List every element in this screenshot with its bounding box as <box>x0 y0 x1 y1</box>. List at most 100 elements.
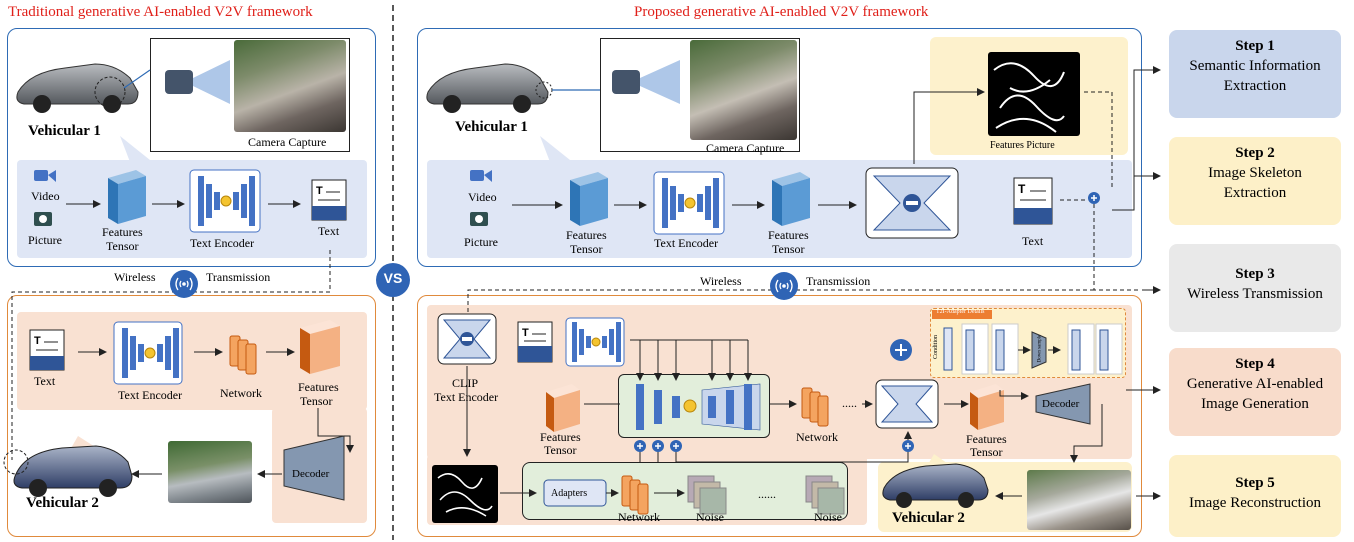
noise-stack-1 <box>687 475 727 515</box>
text-label-proposed: Text <box>1022 234 1044 248</box>
features-tensor-orange-proposed-2 <box>970 384 1004 430</box>
unet-blocks <box>636 383 761 431</box>
step-5-card: Step 5 Image Reconstruction <box>1169 455 1341 537</box>
video-icon-traditional <box>34 170 56 182</box>
step-4-title: Step 4 <box>1235 356 1275 372</box>
step-4-card: Step 4 Generative AI-enabled Image Gener… <box>1169 348 1341 436</box>
text-label-traditional-rx: Text <box>34 374 56 388</box>
features-tensor-blue-proposed-2 <box>772 172 810 226</box>
features-tensor-label-traditional-rx-2: Tensor <box>300 394 333 408</box>
car-vehicle2-traditional <box>13 445 133 497</box>
video-label-proposed: Video <box>468 190 497 204</box>
features-picture-skeleton <box>988 52 1080 136</box>
noise-stack-2 <box>805 475 845 515</box>
clip-label-a: CLIP <box>452 376 479 390</box>
vehicle2-label-proposed: Vehicular 2 <box>892 510 965 526</box>
features-tensor-label-traditional-1: Features <box>102 225 143 239</box>
network-label-traditional: Network <box>220 386 262 400</box>
decoder-label-proposed: Decoder <box>1042 398 1080 410</box>
noise-label-1: Noise <box>696 510 724 524</box>
decoder-traditional <box>283 435 345 501</box>
step-2-desc-2: Extraction <box>1223 185 1287 201</box>
traditional-sender-panel <box>7 28 376 267</box>
wireless-label-traditional: Wireless <box>114 270 156 284</box>
features-tensor-2-label-b: Tensor <box>772 242 805 256</box>
ellipsis-label: ..... <box>842 396 857 410</box>
crash-photo-traditional <box>234 40 346 132</box>
text-document-icon-traditional: T <box>311 179 347 221</box>
features-tensor-4-label-a: Features <box>966 432 1007 446</box>
noise-ellipsis-label: ...... <box>758 487 776 501</box>
text-encoder-traditional-rx <box>113 321 183 385</box>
car-vehicle1-proposed <box>426 63 549 113</box>
vehicle2-label-traditional: Vehicular 2 <box>26 495 99 511</box>
video-label-traditional: Video <box>31 189 60 203</box>
features-tensor-blue-traditional <box>108 170 146 224</box>
reconstructed-photo-traditional <box>168 441 252 503</box>
network-icon-adapter <box>621 475 649 515</box>
step-3-title: Step 3 <box>1235 266 1275 282</box>
crash-photo-proposed <box>690 40 797 140</box>
text-encoder-proposed-rx <box>565 317 625 367</box>
text-encoder-traditional <box>189 169 261 233</box>
t2i-condition-label: Condition <box>933 334 940 360</box>
text-document-icon-traditional-rx: T <box>29 329 65 371</box>
step-5-title: Step 5 <box>1235 475 1275 491</box>
vs-badge <box>376 263 410 297</box>
step-4-desc-1: Generative AI-enabled <box>1186 376 1324 392</box>
features-tensor-blue-proposed-1 <box>570 172 608 226</box>
adapter-plus-icons <box>634 440 682 452</box>
clip-label-b: Text Encoder <box>434 390 499 404</box>
picture-icon-traditional <box>34 212 52 226</box>
network-icon-proposed <box>801 387 829 427</box>
network-icon-traditional <box>229 335 257 375</box>
features-tensor-orange-proposed-1 <box>546 384 580 432</box>
picture-label-traditional: Picture <box>28 233 62 247</box>
svg-text:T: T <box>316 185 323 197</box>
svg-text:T: T <box>522 327 529 339</box>
vs-label: VS <box>383 270 403 286</box>
car-vehicle1-traditional <box>16 63 139 113</box>
wireless-icon-traditional <box>170 270 198 298</box>
features-tensor-orange-traditional <box>300 320 340 374</box>
camera-icon-proposed <box>612 60 680 104</box>
proposed-sender-panel <box>417 28 1142 267</box>
clip-image-encoder-proposed <box>865 167 959 239</box>
svg-text:T: T <box>34 335 41 347</box>
wireless-label-proposed: Wireless <box>700 274 742 288</box>
step-4-desc-2: Image Generation <box>1201 396 1309 412</box>
features-tensor-1-label-a: Features <box>566 228 607 242</box>
t2i-title-label: T2I-Adapter Details <box>936 309 985 315</box>
image-generator-icon <box>875 379 939 429</box>
vehicle1-label-proposed: Vehicular 1 <box>455 119 528 135</box>
features-picture-label: Features Picture <box>990 140 1055 151</box>
step-3-card: Step 3 Wireless Transmission <box>1169 244 1341 332</box>
features-tensor-1-label-b: Tensor <box>570 242 603 256</box>
clip-text-encoder-icon <box>437 313 497 365</box>
picture-label-proposed: Picture <box>464 235 498 249</box>
vehicle1-label-traditional: Vehicular 1 <box>28 123 101 139</box>
step-1-card: Step 1 Semantic Information Extraction <box>1169 30 1341 118</box>
decoder-proposed <box>1035 383 1091 425</box>
adapters-label: Adapters <box>551 488 588 499</box>
svg-text:T: T <box>1018 182 1026 196</box>
step-2-card: Step 2 Image Skeleton Extraction <box>1169 137 1341 225</box>
features-tensor-2-label-a: Features <box>768 228 809 242</box>
text-encoder-label-traditional-rx: Text Encoder <box>118 388 183 402</box>
network-label-adapter: Network <box>618 510 660 524</box>
t2i-adapter-details <box>890 310 1123 375</box>
car-vehicle2-proposed <box>882 463 989 508</box>
features-tensor-3-label-b: Tensor <box>544 443 577 457</box>
wireless-icon-proposed <box>770 272 798 300</box>
camera-capture-label-traditional: Camera Capture <box>248 135 327 149</box>
text-document-icon-proposed-rx: T <box>517 321 553 363</box>
step-3-desc-1: Wireless Transmission <box>1187 286 1323 302</box>
camera-icon-traditional <box>165 60 230 104</box>
text-encoder-proposed <box>653 171 725 235</box>
step-5-desc-1: Image Reconstruction <box>1188 495 1322 511</box>
features-tensor-4-label-b: Tensor <box>970 445 1003 459</box>
text-encoder-label-proposed: Text Encoder <box>654 236 719 250</box>
proposed-framework-title: Proposed generative AI-enabled V2V frame… <box>634 4 929 20</box>
picture-icon-proposed <box>470 212 488 226</box>
